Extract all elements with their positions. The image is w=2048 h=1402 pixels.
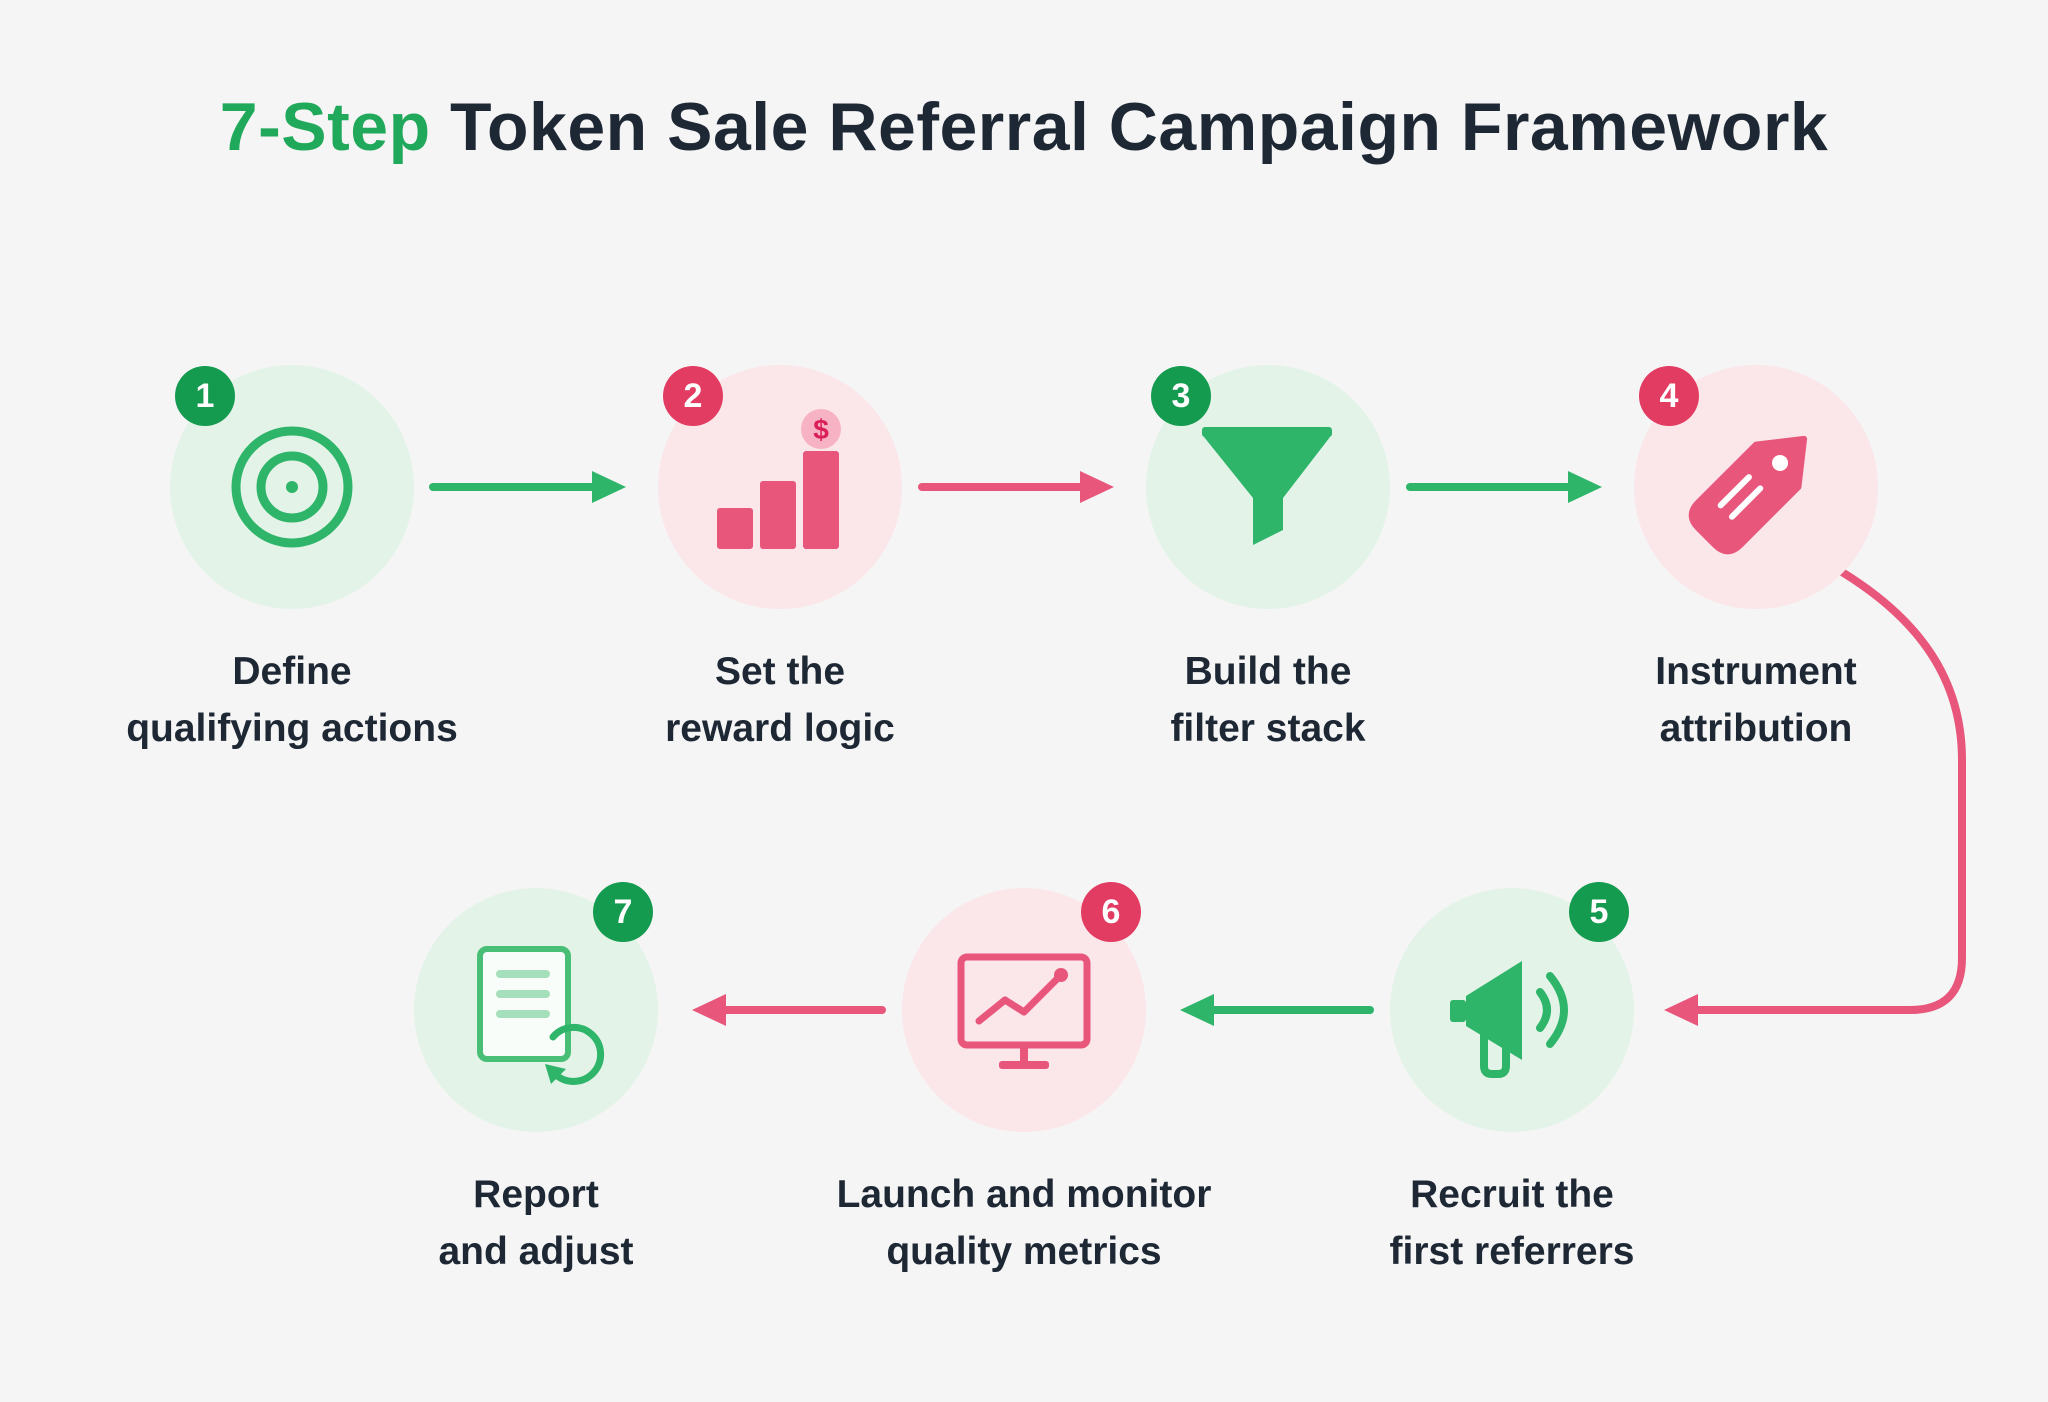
page-title: 7-Step Token Sale Referral Campaign Fram… <box>0 88 2048 166</box>
step-1-label: Define qualifying actions <box>126 650 458 750</box>
step-4-label: Instrument attribution <box>1655 650 1857 750</box>
step-7-label: Report and adjust <box>438 1173 634 1273</box>
monitor-chart-icon <box>957 953 1091 1069</box>
step-3-label: Build the filter stack <box>1170 650 1366 750</box>
funnel-icon <box>1202 427 1332 545</box>
arrow-2-to-3 <box>918 471 1114 503</box>
target-icon <box>231 426 353 548</box>
arrow-5-to-6 <box>1180 994 1374 1026</box>
step-5-label: Recruit the first referrers <box>1389 1173 1635 1273</box>
tag-icon <box>1688 435 1808 555</box>
step-2-badge: 2 <box>663 366 723 426</box>
step-2-label: Set the reward logic <box>665 650 895 750</box>
title-accent: 7-Step <box>219 89 431 165</box>
arrow-6-to-7 <box>692 994 886 1026</box>
step-4-badge: 4 <box>1639 366 1699 426</box>
megaphone-icon <box>1450 961 1568 1078</box>
dollar-sign: $ <box>813 414 829 445</box>
step-3-badge: 3 <box>1151 366 1211 426</box>
title-main: Token Sale Referral Campaign Framework <box>450 89 1829 165</box>
step-7-badge: 7 <box>593 882 653 942</box>
arrow-1-to-2 <box>429 471 626 503</box>
step-6-badge: 6 <box>1081 882 1141 942</box>
arrow-3-to-4 <box>1406 471 1602 503</box>
step-5-badge: 5 <box>1569 882 1629 942</box>
step-6-label: Launch and monitor quality metrics <box>836 1173 1212 1273</box>
step-2-circle: $ <box>658 365 902 609</box>
arrow-4-to-5 <box>1664 568 1966 1026</box>
document-refresh-icon <box>477 946 605 1085</box>
bar-chart-dollar-icon: $ <box>717 409 841 549</box>
step-1-badge: 1 <box>175 366 235 426</box>
